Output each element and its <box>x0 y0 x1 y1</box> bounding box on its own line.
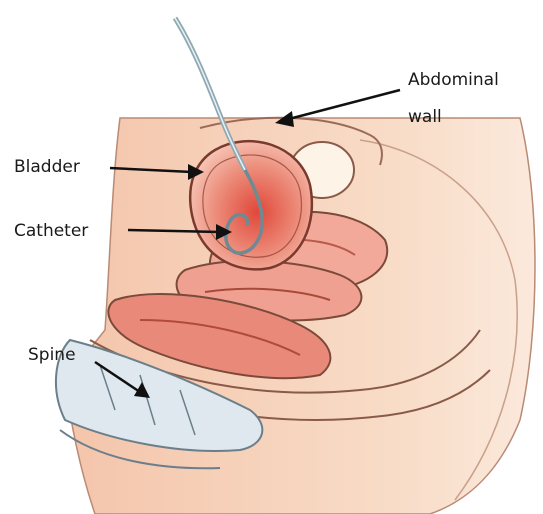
label-abdominal-wall-line2: wall <box>408 107 442 127</box>
label-bladder: Bladder <box>14 157 80 177</box>
label-abdominal-wall-line1: Abdominal <box>408 70 499 90</box>
label-catheter: Catheter <box>14 221 88 241</box>
label-spine: Spine <box>28 345 76 365</box>
